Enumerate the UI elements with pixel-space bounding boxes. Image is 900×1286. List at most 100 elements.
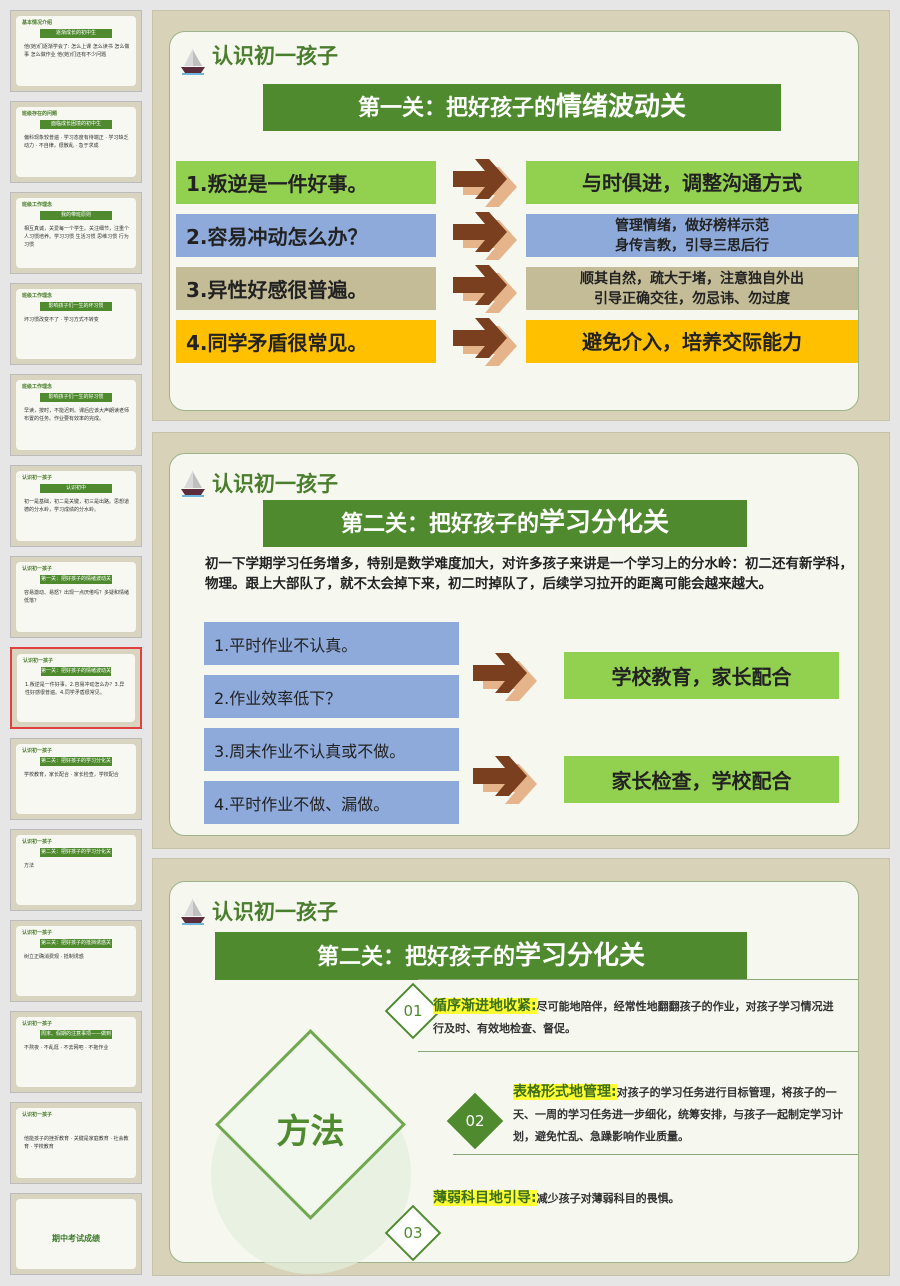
- result-box: 家长检查，学校配合: [564, 756, 839, 803]
- problem-box: 2.作业效率低下？: [204, 675, 459, 718]
- thumbnail-header: 班级工作理念: [22, 202, 53, 208]
- banner-prefix: 第一关：把好孩子的: [357, 96, 556, 121]
- divider: [418, 1051, 858, 1052]
- slide-banner: 第一关：把好孩子的情绪波动关: [263, 84, 781, 131]
- thumbnail-header: 认识初一孩子: [22, 1021, 53, 1027]
- method-text: 对孩子的学习任务进行目标管理，将孩子的一天、一周的学习任务进一步细化，统筹安排，…: [513, 1086, 843, 1143]
- method-title: 循序渐进地收紧:: [433, 998, 537, 1014]
- slide-banner: 第二关：把好孩子的学习分化关: [263, 500, 747, 547]
- banner-emphasis: 学习分化关: [539, 508, 670, 538]
- thumbnail-text: 他能孩子的挫折教育 · 关键是家庭教育 · 社会教育 · 学校教育: [24, 1136, 129, 1150]
- thumbnail-canvas: 认识初一孩子第一关：把好孩子的情绪波动关容易激动、易怒？出现一点厌倦吗？多疑和情…: [16, 562, 136, 632]
- method-number: 03: [403, 1224, 423, 1242]
- thumbnail-banner: 逐渐成长的初中生: [40, 29, 112, 38]
- slide-thumbnail[interactable]: 班级工作理念影响孩子们一生的坏习惯坏习惯改变不了 · 学习方式不转变: [10, 283, 142, 365]
- sailboat-icon: [181, 48, 205, 75]
- method-item: 表格形式地管理:对孩子的学习任务进行目标管理，将孩子的一天、一周的学习任务进一步…: [513, 1081, 858, 1148]
- arrow-right-icon: [453, 318, 517, 366]
- solution-line: 顺其自然，疏大于堵，注意独自外出: [580, 270, 804, 287]
- solution-box: 与时俱进，调整沟通方式: [526, 161, 858, 204]
- method-number: 01: [403, 1002, 423, 1020]
- thumbnail-banner: 第三关：把好孩子的抵挡诱惑关: [40, 939, 112, 948]
- thumbnail-header: 认识初一孩子: [22, 839, 53, 845]
- method-number: 02: [465, 1112, 485, 1130]
- thumbnail-header: 认识初一孩子: [22, 1112, 53, 1118]
- slide-thumbnail[interactable]: 基本情况介绍逐渐成长的初中生他(她)们逐渐学会了: 怎么上课 怎么读书 怎么做事…: [10, 10, 142, 92]
- slide-thumbnail[interactable]: 认识初一孩子第一关：把好孩子的情绪波动关容易激动、易怒？出现一点厌倦吗？多疑和情…: [10, 556, 142, 638]
- solution-line: 避免介入，培养交际能力: [582, 329, 802, 354]
- slide-thumbnail[interactable]: 认识初一孩子认识初中初一是基础，初二是关键，初三是出路。思想道德的分水岭，学习成…: [10, 465, 142, 547]
- slide-study-divide[interactable]: 认识初一孩子 第二关：把好孩子的学习分化关 初一下学期学习任务增多，特别是数学难…: [152, 432, 890, 849]
- slide-thumbnail[interactable]: 认识初一孩子他能孩子的挫折教育 · 关键是家庭教育 · 社会教育 · 学校教育: [10, 1102, 142, 1184]
- thumbnail-text: 他(她)们逐渐学会了: 怎么上课 怎么读书 怎么做事 怎么做作业 他(她)们还有…: [24, 44, 130, 58]
- slide-emotion[interactable]: 认识初一孩子 第一关：把好孩子的情绪波动关 1.叛逆是一件好事。与时俱进，调整沟…: [152, 10, 890, 421]
- solution-line: 身传言教，引导三思后行: [615, 237, 769, 254]
- thumbnail-text: 早读，按时，不能迟到。课后应该大声朗读老师布置的任务。作业要有效率的完成。: [24, 408, 130, 422]
- divider: [418, 979, 858, 980]
- banner-emphasis: 学习分化关: [515, 941, 646, 971]
- thumbnail-text: 容易激动、易怒？出现一点厌倦吗？多疑和情绪低落？: [24, 590, 130, 604]
- solution-line: 管理情绪，做好榜样示范: [615, 217, 769, 234]
- thumbnail-text: 不熬夜 · 不乱逛 · 不去网吧 · 不拖作业: [24, 1045, 109, 1051]
- intro-paragraph: 初一下学期学习任务增多，特别是数学难度加大，对许多孩子来讲是一个学习上的分水岭：…: [205, 556, 853, 592]
- slide-thumbnail[interactable]: 认识初一孩子周末、假期的注意事项——做到四个“不”不熬夜 · 不乱逛 · 不去网…: [10, 1011, 142, 1093]
- thumbnail-banner: 第二关：把好孩子的学习分化关: [40, 757, 112, 766]
- slide-banner: 第二关：把好孩子的学习分化关: [215, 932, 747, 980]
- banner-emphasis: 情绪波动关: [556, 92, 687, 122]
- thumbnail-banner: 周末、假期的注意事项——做到四个“不”: [40, 1030, 112, 1046]
- slide-thumbnail[interactable]: 认识初一孩子第二关：把好孩子的学习分化关方法: [10, 829, 142, 911]
- thumbnail-canvas: 班级工作理念影响孩子们一生的好习惯早读，按时，不能迟到。课后应该大声朗读老师布置…: [16, 380, 136, 450]
- thumbnail-banner: 第一关：把好孩子的情绪波动关: [40, 667, 112, 676]
- thumbnail-header: 认识初一孩子: [22, 475, 53, 481]
- thumbnail-header: 认识初一孩子: [22, 748, 53, 754]
- thumbnail-canvas: 期中考试成绩: [16, 1199, 136, 1269]
- slide-thumbnail[interactable]: 班级工作理念影响孩子们一生的好习惯早读，按时，不能迟到。课后应该大声朗读老师布置…: [10, 374, 142, 456]
- problem-box: 2.容易冲动怎么办？: [176, 214, 436, 257]
- thumbnail-canvas: 班级工作理念我的带班原则相互真诚，关爱每一个学生。关注细节，注重个人习惯培养。学…: [16, 198, 136, 268]
- thumbnail-canvas: 认识初一孩子他能孩子的挫折教育 · 关键是家庭教育 · 社会教育 · 学校教育: [16, 1108, 136, 1178]
- thumbnail-title: 期中考试成绩: [52, 1234, 100, 1243]
- solution-line: 与时俱进，调整沟通方式: [582, 170, 802, 195]
- solution-box: 管理情绪，做好榜样示范身传言教，引导三思后行: [526, 214, 858, 257]
- method-item: 循序渐进地收紧:尽可能地陪伴，经常性地翻翻孩子的作业，对孩子学习情况进行及时、有…: [433, 995, 838, 1040]
- slide-thumbnail[interactable]: 期中考试成绩: [10, 1193, 142, 1275]
- thumbnail-canvas: 认识初一孩子周末、假期的注意事项——做到四个“不”不熬夜 · 不乱逛 · 不去网…: [16, 1017, 136, 1087]
- arrow-right-icon: [453, 265, 517, 313]
- thumbnail-header: 班级工作理念: [22, 384, 53, 390]
- method-text: 减少孩子对薄弱科目的畏惧。: [536, 1192, 680, 1205]
- thumbnail-header: 认识初一孩子: [22, 930, 53, 936]
- slide-header: 认识初一孩子: [212, 472, 338, 496]
- slide-thumbnail[interactable]: 认识初一孩子第二关：把好孩子的学习分化关学校教育，家长配合 · 家长检查，学校配…: [10, 738, 142, 820]
- method-text: 尽可能地陪伴，经常性地翻翻孩子的作业，对孩子学习情况进行及时、有效地检查、督促。: [433, 1000, 834, 1035]
- thumbnail-banner: 影响孩子们一生的坏习惯: [40, 302, 112, 311]
- problem-box: 1.平时作业不认真。: [204, 622, 459, 665]
- banner-prefix: 第二关：把好孩子的: [316, 945, 515, 970]
- thumbnail-header: 班级工作理念: [22, 293, 53, 299]
- arrow-right-icon: [453, 212, 517, 260]
- method-title: 薄弱科目地引导:: [433, 1190, 537, 1206]
- thumbnail-banner: 第一关：把好孩子的情绪波动关: [40, 575, 112, 584]
- problem-box: 4.平时作业不做、漏做。: [204, 781, 459, 824]
- method-title: 表格形式地管理:: [513, 1084, 617, 1100]
- thumbnail-banner: 第二关：把好孩子的学习分化关: [40, 848, 112, 857]
- slide-thumbnail[interactable]: 班级存在的问题面临成长困境的初中生偏科现象较普遍 · 学习态度有待端正 · 学习…: [10, 101, 142, 183]
- thumbnail-text: 坏习惯改变不了 · 学习方式不转变: [24, 317, 99, 323]
- slide-thumbnail[interactable]: 班级工作理念我的带班原则相互真诚，关爱每一个学生。关注细节，注重个人习惯培养。学…: [10, 192, 142, 274]
- thumbnail-canvas: 班级工作理念影响孩子们一生的坏习惯坏习惯改变不了 · 学习方式不转变: [16, 289, 136, 359]
- thumbnail-banner: 认识初中: [40, 484, 112, 493]
- sailboat-icon: [181, 898, 205, 925]
- method-center-label: 方法: [276, 1112, 345, 1152]
- thumbnail-banner: 面临成长困境的初中生: [40, 120, 112, 129]
- thumbnail-text: 偏科现象较普遍 · 学习态度有待端正 · 学习缺乏动力 · 不自律，很散乱 · …: [24, 135, 129, 149]
- arrow-right-icon: [473, 653, 537, 701]
- problem-box: 3.周末作业不认真或不做。: [204, 728, 459, 771]
- thumbnail-text: 学校教育，家长配合 · 家长检查，学校配合: [24, 772, 119, 778]
- problem-box: 3.异性好感很普遍。: [176, 267, 436, 310]
- thumbnail-canvas: 认识初一孩子第二关：把好孩子的学习分化关学校教育，家长配合 · 家长检查，学校配…: [16, 744, 136, 814]
- divider: [453, 1154, 858, 1155]
- slide-thumbnail[interactable]: 认识初一孩子第三关：把好孩子的抵挡诱惑关树立正确消费观 · 抵制诱惑: [10, 920, 142, 1002]
- thumbnail-text: 相互真诚，关爱每一个学生。关注细节，注重个人习惯培养。学习习惯 生活习惯 思维习…: [24, 226, 130, 248]
